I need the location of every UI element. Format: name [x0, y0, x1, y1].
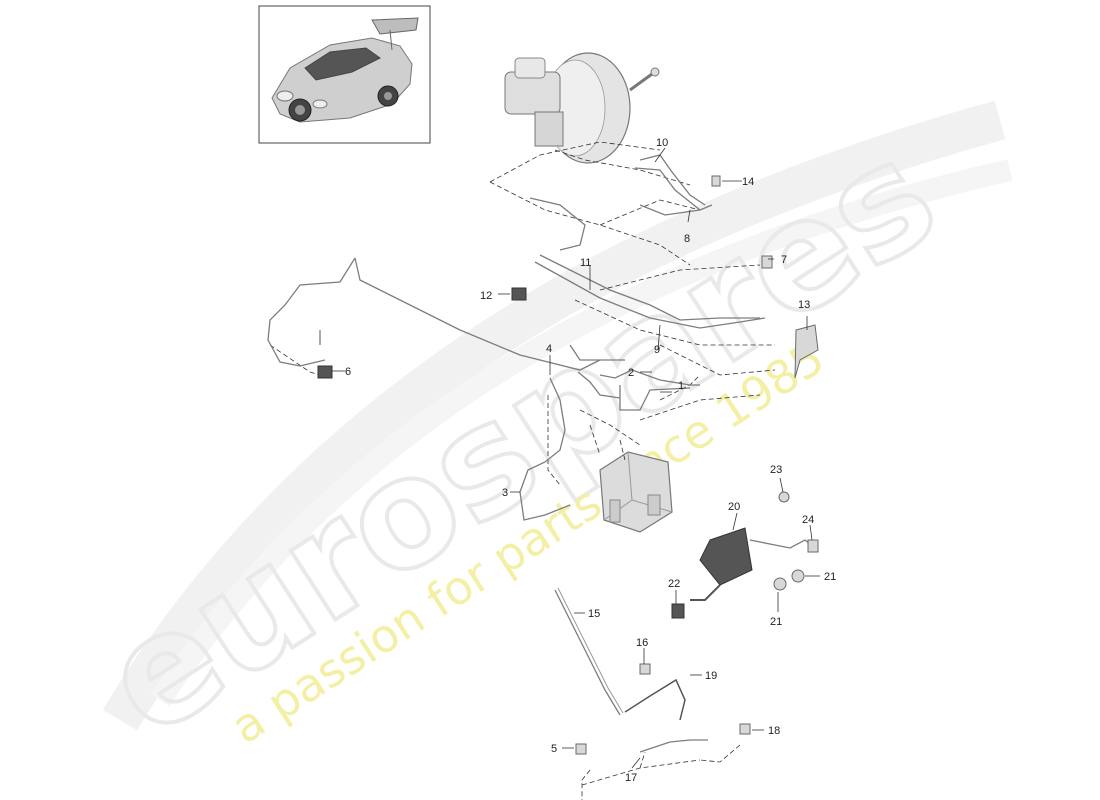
car-illustration — [271, 17, 419, 123]
callout-21b: 21 — [770, 616, 782, 628]
callout-14: 14 — [742, 176, 754, 188]
brake-booster — [504, 52, 660, 164]
callout-8: 8 — [684, 233, 690, 245]
callout-13: 13 — [798, 299, 810, 311]
callout-18: 18 — [768, 725, 780, 737]
callout-6: 6 — [345, 366, 351, 378]
callout-1: 1 — [678, 380, 684, 392]
callout-15: 15 — [588, 608, 600, 620]
watermark: eurospares a passion for parts since 198… — [73, 100, 1013, 772]
callout-9: 9 — [654, 344, 660, 356]
callout-21a: 21 — [824, 571, 836, 583]
callout-3: 3 — [502, 487, 508, 499]
sensor-cable — [554, 587, 624, 716]
callout-11: 11 — [580, 257, 591, 269]
callout-2: 2 — [628, 367, 634, 379]
callout-12: 12 — [480, 290, 492, 302]
callout-19: 19 — [705, 670, 717, 682]
callout-4: 4 — [546, 343, 552, 355]
callout-23: 23 — [770, 464, 782, 476]
callout-24: 24 — [802, 514, 814, 526]
callout-20: 20 — [728, 501, 740, 513]
callout-17: 17 — [625, 772, 637, 784]
abs-hydraulic-unit — [599, 451, 673, 533]
leader-lines — [332, 147, 820, 769]
callout-22: 22 — [668, 578, 680, 590]
callout-10: 10 — [656, 137, 668, 149]
watermark-brand: eurospares — [75, 108, 965, 770]
sensor-bracket — [624, 678, 686, 721]
callout-7: 7 — [781, 254, 787, 266]
callout-labels: 1 2 3 4 5 6 7 8 9 10 11 12 13 14 15 16 1… — [345, 137, 836, 784]
abs-bracket — [690, 527, 753, 601]
small-parts — [317, 175, 819, 755]
vehicle-thumbnail — [258, 5, 431, 144]
callout-5: 5 — [551, 743, 557, 755]
callout-16: 16 — [636, 637, 648, 649]
brake-lines — [267, 154, 816, 753]
